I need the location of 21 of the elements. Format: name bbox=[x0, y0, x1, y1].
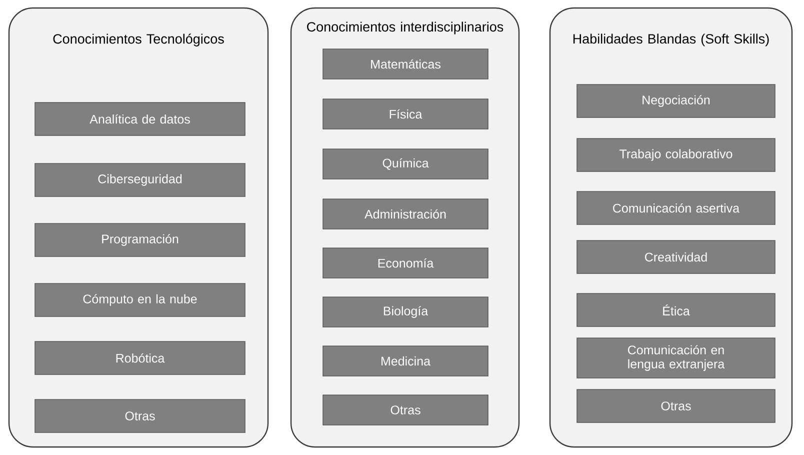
item-box: Ética bbox=[576, 293, 776, 327]
item-box: Ciberseguridad bbox=[34, 163, 246, 197]
item-box: Biología bbox=[322, 296, 488, 328]
item-box: Medicina bbox=[322, 346, 488, 376]
item-box: Creatividad bbox=[576, 240, 776, 274]
item-box: Trabajo colaborativo bbox=[576, 138, 776, 172]
item-box: Otras bbox=[576, 389, 776, 423]
item-box: Administración bbox=[322, 198, 488, 230]
item-box: Otras bbox=[322, 394, 488, 426]
item-box: Química bbox=[322, 148, 488, 180]
item-box: Cómputo en la nube bbox=[34, 283, 246, 317]
item-box: Analítica de datos bbox=[34, 102, 246, 136]
item-box: Comunicación asertiva bbox=[576, 191, 776, 225]
item-box: Física bbox=[322, 98, 488, 130]
item-box: Economía bbox=[322, 248, 488, 278]
item-box: Negociación bbox=[576, 84, 776, 118]
item-box: Robótica bbox=[34, 341, 246, 375]
item-box: Matemáticas bbox=[322, 48, 488, 80]
item-box: Programación bbox=[34, 223, 246, 257]
item-box: Comunicación en lengua extranjera bbox=[576, 338, 776, 378]
item-box: Otras bbox=[34, 399, 246, 433]
